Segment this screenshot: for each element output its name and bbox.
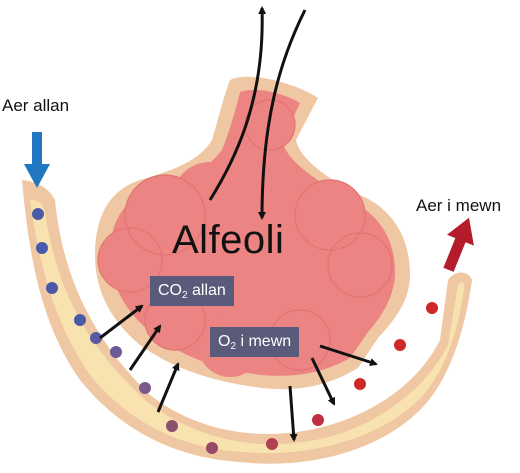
blood-cell	[74, 314, 86, 326]
blood-cell	[110, 346, 122, 358]
airflow-lines	[208, 6, 307, 220]
air-in-indicator-arrow	[443, 217, 474, 272]
blood-cell	[426, 302, 438, 314]
air-in-flow-arrow	[258, 9, 307, 220]
co2-diffusion-arrows	[99, 304, 180, 413]
co2-out-label: CO2 allan	[150, 276, 234, 306]
o2-label-suffix: i mewn	[236, 333, 292, 350]
o2-diffusion-arrows	[288, 344, 378, 442]
blood-cell	[394, 339, 406, 351]
co2-label-suffix: allan	[187, 282, 226, 299]
air-out-indicator-arrow	[24, 132, 50, 188]
co2-label-subscript: 2	[182, 290, 188, 301]
blood-cell	[90, 332, 102, 344]
o2-label-prefix: O	[218, 333, 231, 350]
blood-cell	[166, 420, 178, 432]
alveolus-title: Alfeoli	[172, 218, 285, 262]
blood-cell	[312, 414, 324, 426]
blood-cell	[32, 208, 44, 220]
o2-in-label: O2 i mewn	[210, 327, 300, 357]
blood-cell	[139, 382, 151, 394]
air-out-label: Aer allan	[2, 96, 70, 115]
blood-cell	[266, 438, 278, 450]
o2-label-subscript: 2	[230, 341, 237, 352]
blood-cell	[46, 282, 58, 294]
blood-cells	[32, 208, 438, 454]
blood-cell	[36, 242, 48, 254]
air-out-flow-arrow	[208, 6, 267, 201]
air-in-label: Aer i mewn	[416, 196, 502, 215]
lobule-outlines	[97, 99, 393, 371]
blood-cell	[206, 442, 218, 454]
co2-label-prefix: CO	[158, 282, 182, 299]
blood-cell	[354, 378, 366, 390]
